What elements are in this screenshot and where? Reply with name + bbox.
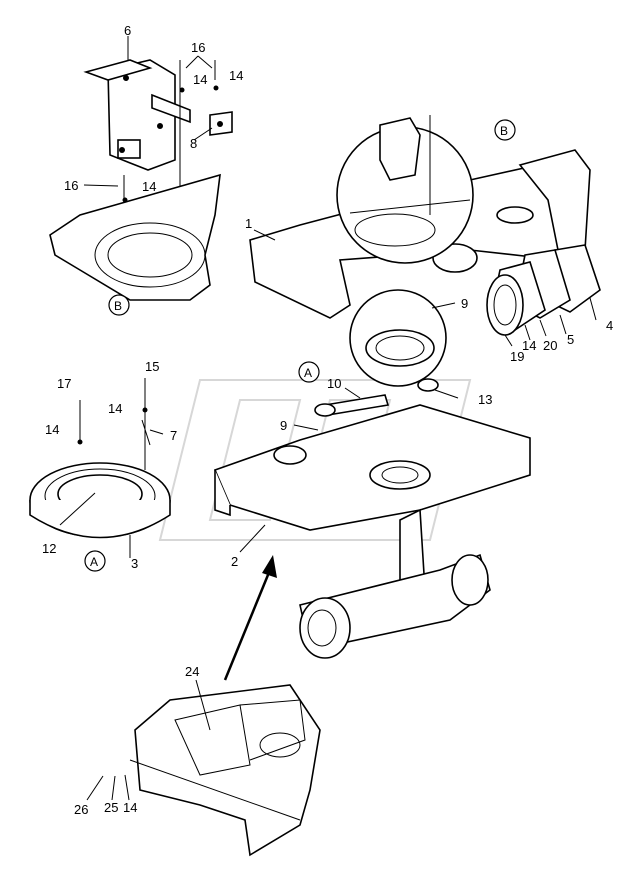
callout-5: 5 <box>567 332 574 347</box>
svg-text:A: A <box>304 366 312 380</box>
valve-block-assembly <box>83 59 233 171</box>
callout-26: 26 <box>74 802 88 817</box>
callout-14: 14 <box>193 72 207 87</box>
callout-13: 13 <box>478 392 492 407</box>
callout-16: 16 <box>191 40 205 55</box>
callout-8: 8 <box>190 136 197 151</box>
callout-7: 7 <box>170 428 177 443</box>
callout-16: 16 <box>64 178 78 193</box>
adapter-plates <box>486 244 601 336</box>
callout-2: 2 <box>231 554 238 569</box>
callout-19: 19 <box>510 349 524 364</box>
detail-reference-b-top: B <box>494 119 516 141</box>
detail-reference-b-bottom: B <box>108 294 130 316</box>
pointer-arrow <box>223 555 277 681</box>
axle-assembly <box>299 508 491 659</box>
detail-circle-a <box>349 289 447 387</box>
callout-1: 1 <box>245 216 252 231</box>
slewing-bearing <box>29 462 171 539</box>
callout-14: 14 <box>229 68 243 83</box>
callout-9: 9 <box>461 296 468 311</box>
detail-reference-a-left: A <box>84 550 106 572</box>
callout-10: 10 <box>327 376 341 391</box>
callout-25: 25 <box>104 800 118 815</box>
svg-text:B: B <box>500 124 508 138</box>
hydraulic-cylinder <box>314 378 439 417</box>
callout-15: 15 <box>145 359 159 374</box>
leader-lines <box>59 36 597 801</box>
callout-24: 24 <box>185 664 199 679</box>
callout-labels: 6 16 14 14 8 16 14 1 9 4 5 20 14 19 15 1… <box>42 23 613 817</box>
chassis-frame <box>213 404 531 531</box>
svg-text:B: B <box>114 299 122 313</box>
callout-14: 14 <box>123 800 137 815</box>
detail-reference-a-mid: A <box>298 361 320 383</box>
callout-14: 14 <box>142 179 156 194</box>
callout-3: 3 <box>131 556 138 571</box>
callout-14: 14 <box>45 422 59 437</box>
detail-circle-b <box>336 115 474 264</box>
callout-14: 14 <box>108 401 122 416</box>
cover-assembly <box>129 684 321 857</box>
svg-text:A: A <box>90 555 98 569</box>
callout-17: 17 <box>57 376 71 391</box>
callout-12: 12 <box>42 541 56 556</box>
bolts-left <box>77 378 151 470</box>
callout-20: 20 <box>543 338 557 353</box>
callout-9: 9 <box>280 418 287 433</box>
callout-14: 14 <box>522 338 536 353</box>
callout-4: 4 <box>606 318 613 333</box>
callout-6: 6 <box>124 23 131 38</box>
mounting-plate-b <box>49 173 221 301</box>
